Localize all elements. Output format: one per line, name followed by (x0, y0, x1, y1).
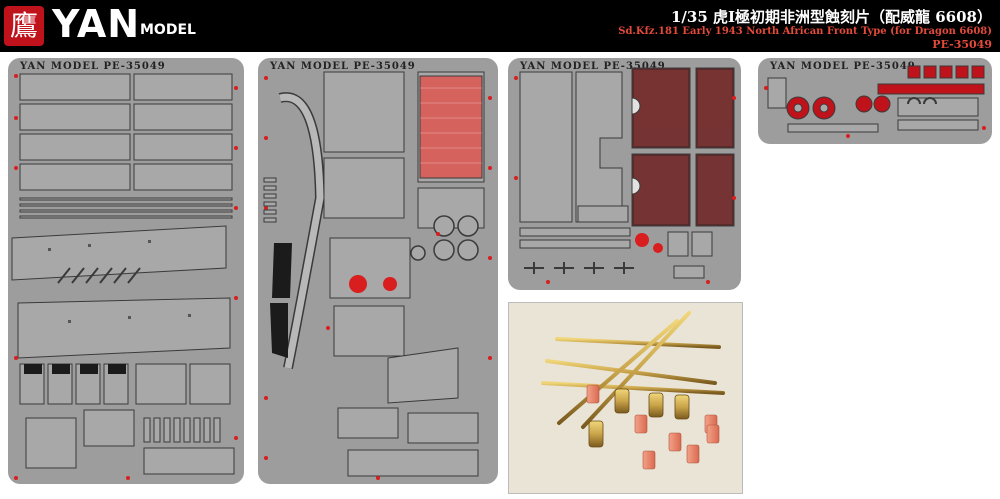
etched-fret-1: YAN MODEL PE-35049 (8, 58, 244, 484)
etched-fret-3: YAN MODEL PE-35049 (508, 58, 741, 290)
fret-label: YAN MODEL PE-35049 (520, 61, 666, 72)
brass-parts-photo (508, 302, 743, 494)
fret-label: YAN MODEL PE-35049 (770, 61, 916, 72)
header-banner: 鷹 YAN MODEL 1/35 虎Ⅰ極初期非洲型蝕刻片（配威龍 6608） S… (0, 0, 1000, 52)
brand-seal-logo: 鷹 (4, 6, 44, 46)
product-title-chinese: 1/35 虎Ⅰ極初期非洲型蝕刻片（配威龍 6608） (670, 8, 992, 26)
fret-1-parts (11, 73, 238, 480)
etched-fret-2: YAN MODEL PE-35049 (258, 58, 498, 484)
fret-label: YAN MODEL PE-35049 (20, 61, 166, 72)
fret-2-parts (263, 71, 492, 480)
product-title-english: Sd.Kfz.181 Early 1943 North African Fron… (618, 26, 992, 37)
fret-4-parts (764, 65, 986, 138)
brand-name: YAN (52, 2, 141, 46)
brass-parts-illustration (541, 311, 725, 470)
fret-label: YAN MODEL PE-35049 (270, 61, 416, 72)
etched-fret-4: YAN MODEL PE-35049 (758, 58, 992, 144)
product-code: PE-35049 (932, 38, 992, 51)
fret-3-parts (514, 67, 736, 284)
brand-subtitle: MODEL (140, 22, 196, 38)
